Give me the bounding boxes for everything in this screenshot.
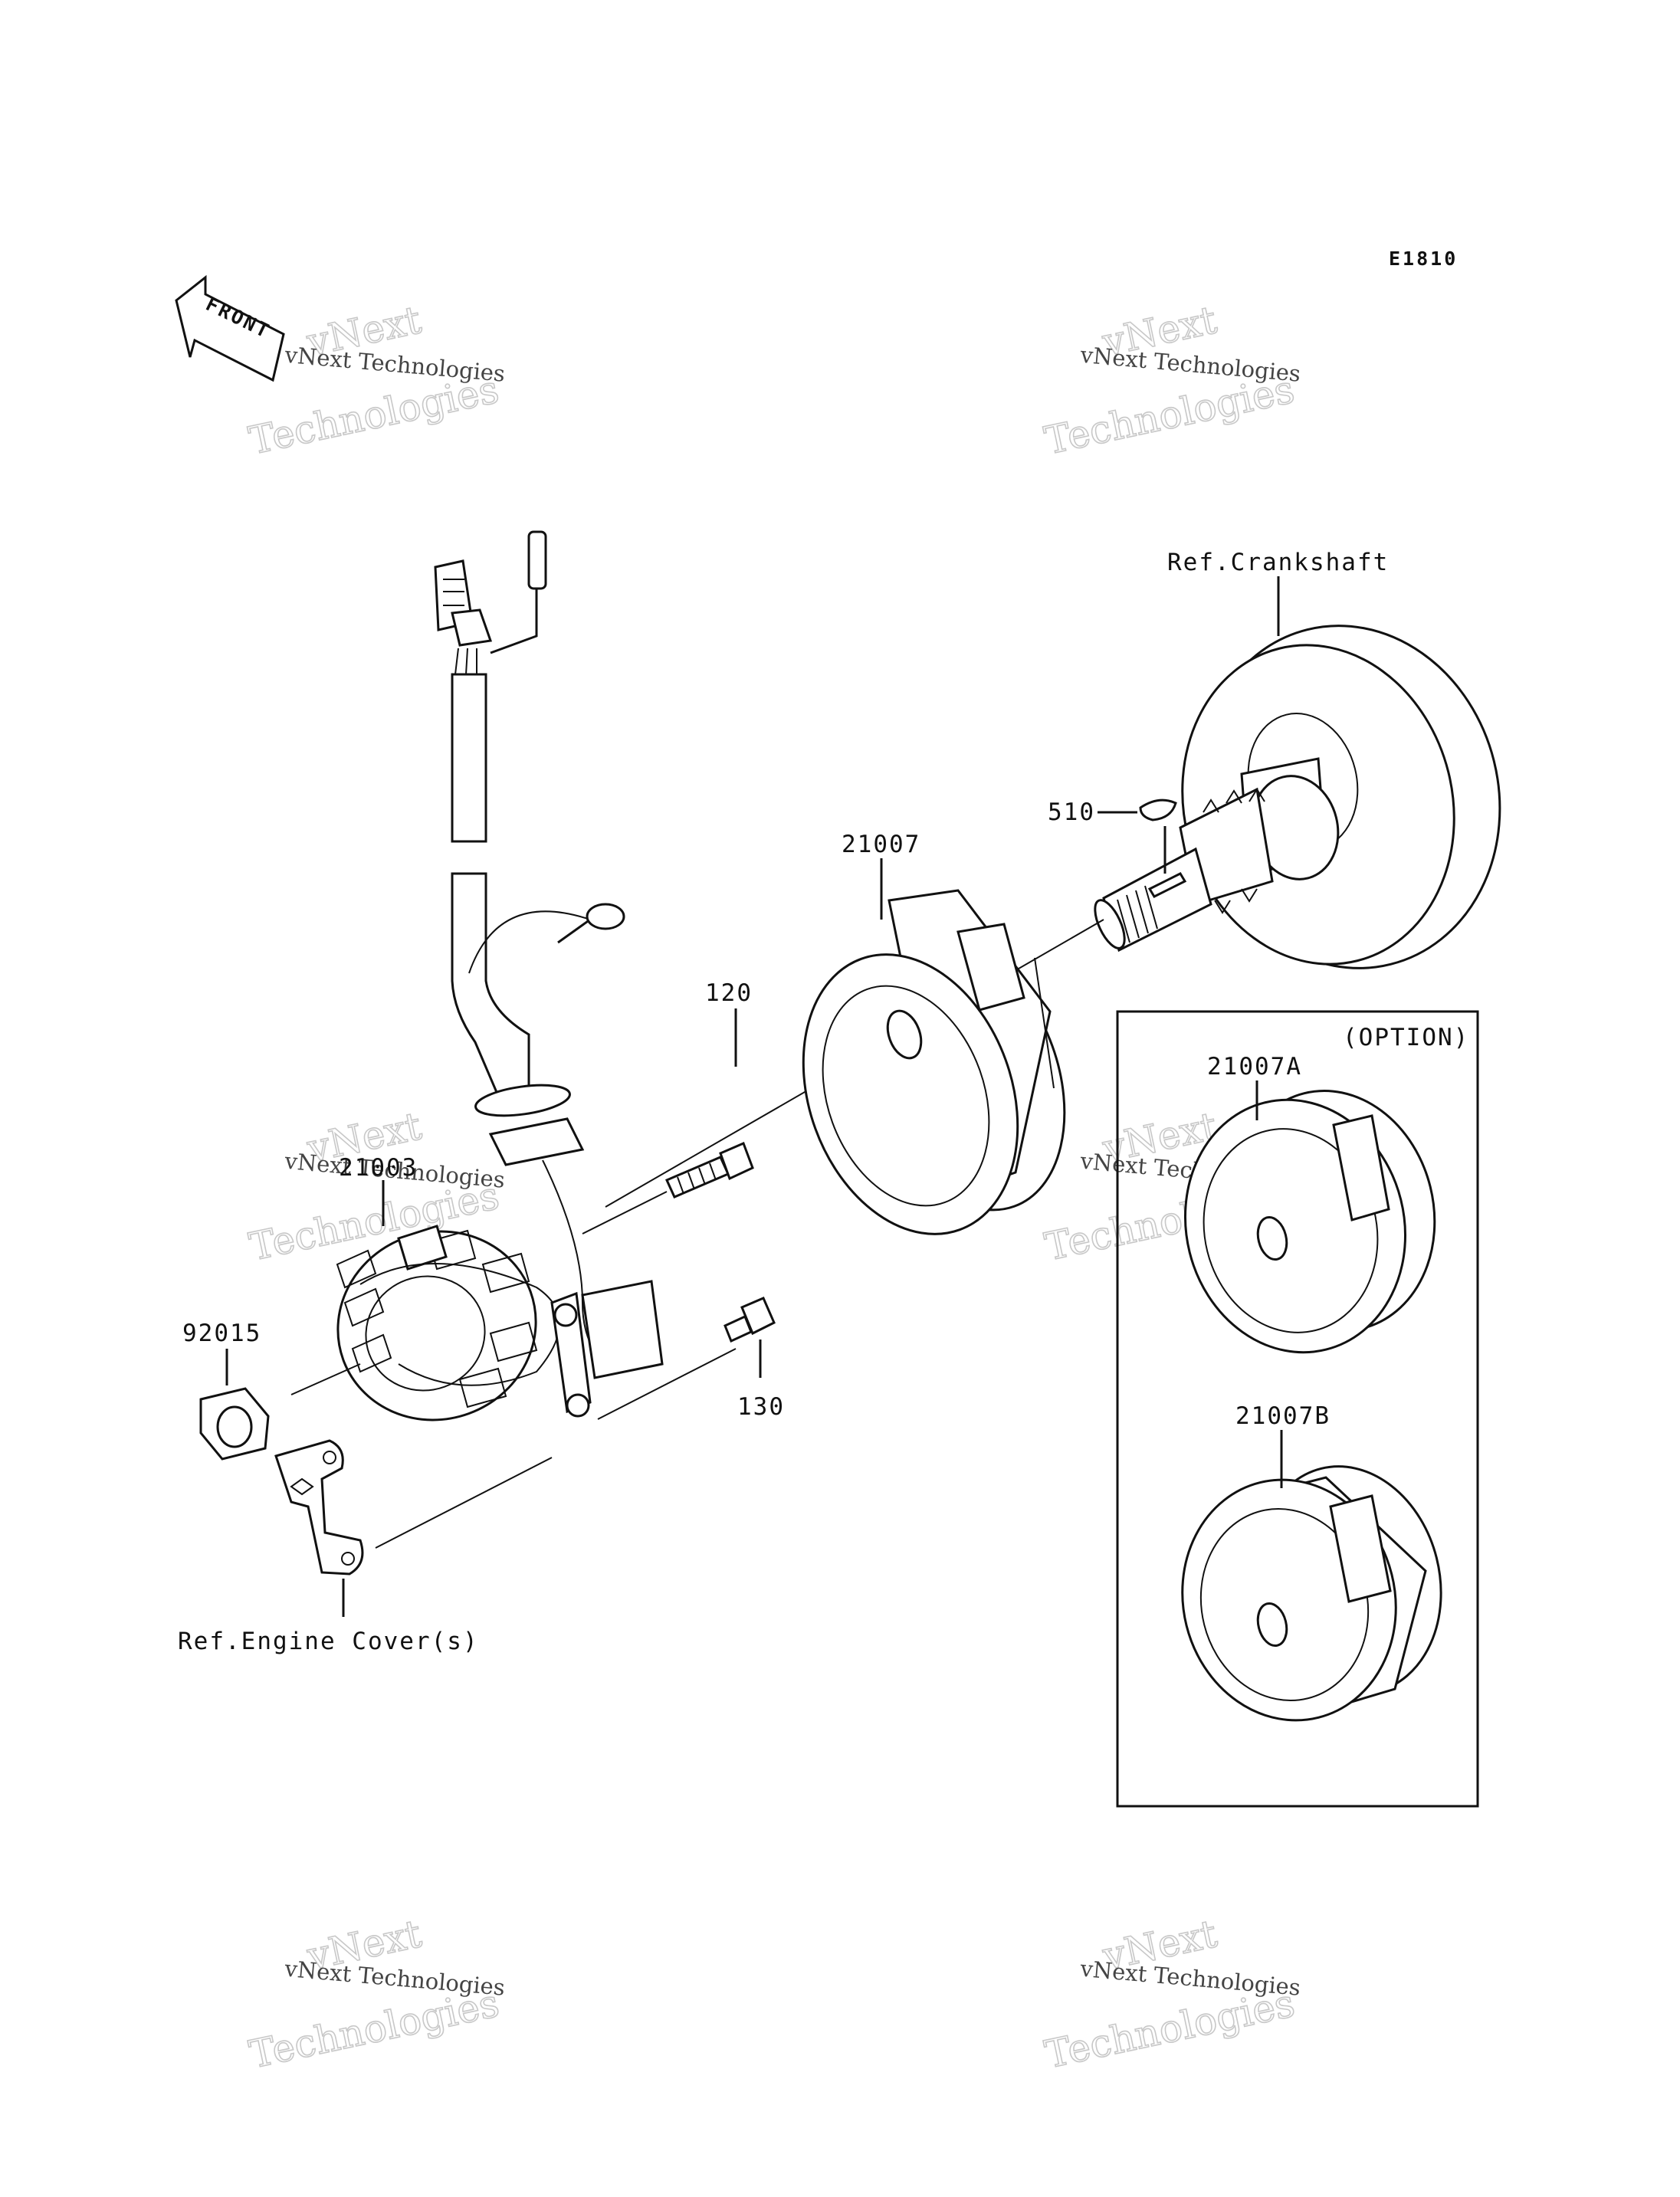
bolt-120-illustration bbox=[665, 1141, 754, 1199]
watermark-top-left: vNext Technologies vNext Technologies bbox=[244, 297, 506, 464]
rotor-21007a-label: 21007A bbox=[1207, 1053, 1302, 1080]
wiring-harness-illustration bbox=[434, 530, 625, 1372]
rotor-21007b-illustration bbox=[1181, 1465, 1442, 1722]
svg-text:vNext Technologies: vNext Technologies bbox=[283, 342, 506, 387]
bolt-130-illustration bbox=[724, 1297, 776, 1343]
bolt-120-label: 120 bbox=[705, 979, 753, 1007]
bolt-130-label: 130 bbox=[737, 1393, 785, 1421]
svg-text:vNext Technologies: vNext Technologies bbox=[1078, 342, 1301, 387]
svg-text:vNext Technologies: vNext Technologies bbox=[1078, 1956, 1301, 2001]
watermark-bottom-left: vNext Technologies vNext Technologies bbox=[245, 1910, 507, 2077]
watermark-bottom-right: vNext Technologies vNext Technologies bbox=[1041, 1910, 1302, 2077]
rotor-21007b-label: 21007B bbox=[1235, 1402, 1331, 1430]
stator-21003-label: 21003 bbox=[339, 1154, 418, 1182]
key-510-label: 510 bbox=[1048, 798, 1095, 826]
ref-engine-cover-label: Ref.Engine Cover(s) bbox=[178, 1628, 479, 1655]
engine-cover-bracket-illustration bbox=[274, 1439, 364, 1576]
crankshaft-ref-illustration bbox=[1094, 625, 1501, 969]
front-arrow-icon: FRONT bbox=[175, 274, 285, 382]
rotor-21007a-illustration bbox=[1183, 1090, 1436, 1354]
woodruff-key-illustration bbox=[1139, 798, 1177, 821]
rotor-21007-illustration bbox=[802, 889, 1066, 1235]
option-label: (OPTION) bbox=[1343, 1024, 1469, 1051]
nut-92015-label: 92015 bbox=[182, 1320, 261, 1347]
flange-nut-92015-illustration bbox=[199, 1387, 270, 1461]
option-box bbox=[1116, 1010, 1479, 1808]
diagram-code: E1810 bbox=[1389, 248, 1458, 270]
watermark-top-right: vNext Technologies vNext Technologies bbox=[1040, 297, 1301, 464]
stator-21003-illustration bbox=[336, 1225, 664, 1421]
svg-text:vNext Technologies: vNext Technologies bbox=[283, 1956, 506, 2001]
rotor-21007-label: 21007 bbox=[842, 831, 920, 858]
ref-crankshaft-label: Ref.Crankshaft bbox=[1167, 549, 1389, 576]
